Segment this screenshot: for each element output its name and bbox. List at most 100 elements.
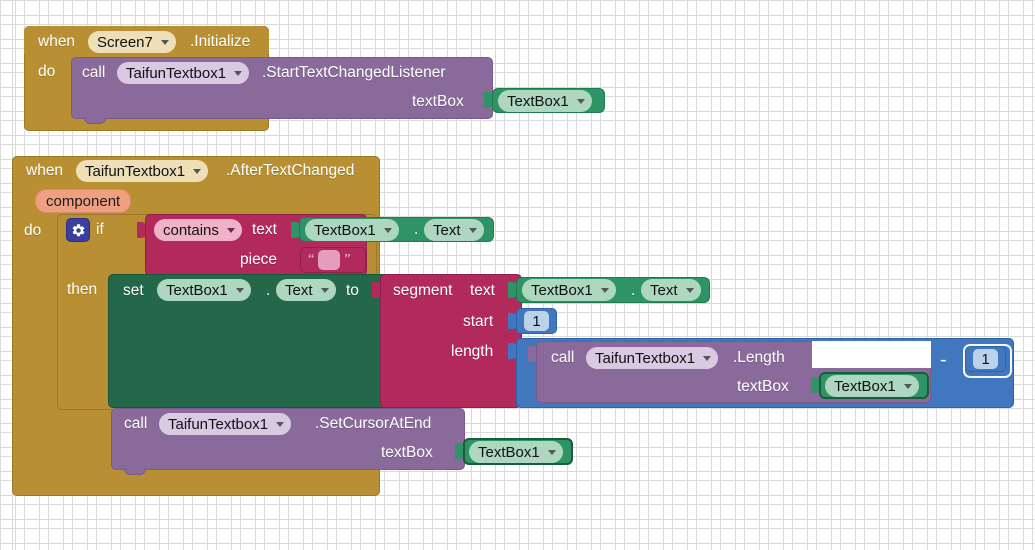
socket-connector-segment-text — [508, 282, 518, 298]
call-method-label-1: .StartTextChangedListener — [262, 64, 446, 81]
contains-piece-arg-label: piece — [240, 251, 278, 268]
chevron-down-icon — [903, 383, 912, 389]
call-block-3-bottom-notch — [124, 468, 146, 475]
segment-getter-property-label: Text — [650, 281, 678, 299]
minus-operator-label: - — [940, 349, 947, 371]
getter-component-dropdown-2[interactable]: TextBox1 — [305, 219, 399, 241]
screen-dropdown[interactable]: Screen7 — [88, 31, 176, 53]
chevron-down-icon — [193, 168, 202, 174]
getter-label-2: TextBox1 — [834, 377, 896, 395]
socket-connector-subtrahend — [957, 351, 967, 367]
getter-property-label-2: Text — [433, 221, 461, 239]
chevron-down-icon — [160, 39, 169, 45]
getter-dropdown-3[interactable]: TextBox1 — [469, 441, 563, 463]
when-label-2: when — [26, 162, 64, 179]
setter-property-label: Text — [285, 281, 313, 299]
event-component-dropdown-2[interactable]: TaifunTextbox1 — [76, 160, 209, 182]
call-component-dropdown-2[interactable]: TaifunTextbox1 — [586, 347, 719, 369]
screen-dropdown-label: Screen7 — [97, 33, 153, 51]
segment-getter-property-dropdown[interactable]: Text — [641, 279, 701, 301]
chevron-down-icon — [468, 227, 477, 233]
setter-dot: . — [266, 282, 271, 299]
arg-label-textbox-3: textBox — [381, 444, 433, 461]
chevron-down-icon — [320, 287, 329, 293]
if-label: if — [96, 221, 104, 238]
to-label: to — [346, 282, 359, 299]
event-parameter-component[interactable]: component — [35, 189, 132, 213]
chevron-down-icon — [234, 70, 243, 76]
socket-connector-setter-value — [372, 282, 382, 298]
call-label-2: call — [551, 349, 575, 366]
math-number-field-start[interactable]: 1 — [524, 311, 549, 331]
setter-property-dropdown[interactable]: Text — [276, 279, 336, 301]
segment-getter-dot: . — [631, 282, 636, 299]
call-component-dropdown-3[interactable]: TaifunTextbox1 — [159, 413, 292, 435]
chevron-down-icon — [226, 227, 235, 233]
gear-icon[interactable] — [66, 218, 90, 242]
chevron-down-icon — [276, 421, 285, 427]
string-input-field[interactable] — [318, 250, 341, 270]
segment-getter-component-label: TextBox1 — [531, 281, 593, 299]
call-component-label-3: TaifunTextbox1 — [168, 415, 269, 433]
contains-op-label: contains — [163, 221, 219, 239]
segment-getter-component-dropdown[interactable]: TextBox1 — [522, 279, 616, 301]
arg-label-textbox-1: textBox — [412, 93, 464, 110]
open-quote: “ — [308, 252, 315, 267]
do-label-1: do — [38, 63, 56, 80]
getter-property-dropdown-2[interactable]: Text — [424, 219, 484, 241]
then-label: then — [67, 281, 98, 298]
event-component-label-2: TaifunTextbox1 — [85, 162, 186, 180]
call-block-2-right-cutout — [812, 341, 931, 368]
setter-component-label: TextBox1 — [166, 281, 228, 299]
contains-text-arg-label: text — [252, 221, 277, 238]
socket-connector-3 — [455, 443, 465, 459]
segment-length-arg-label: length — [451, 343, 494, 360]
text-block-empty-string[interactable]: “ ” — [300, 247, 366, 273]
getter-label-1: TextBox1 — [507, 92, 569, 110]
chevron-down-icon — [703, 355, 712, 361]
call-component-dropdown-1[interactable]: TaifunTextbox1 — [117, 62, 250, 84]
do-label-2: do — [24, 222, 42, 239]
getter-label-3: TextBox1 — [478, 443, 540, 461]
when-label-1: when — [38, 33, 76, 50]
contains-op-dropdown[interactable]: contains — [154, 219, 242, 241]
call-block-1-bottom-notch — [84, 117, 106, 124]
call-label-1: call — [82, 64, 106, 81]
socket-connector-segment-length — [508, 343, 518, 359]
chevron-down-icon — [235, 287, 244, 293]
chevron-down-icon — [547, 449, 556, 455]
segment-op-label: segment — [393, 282, 453, 299]
socket-connector-contains-text — [291, 222, 301, 238]
call-component-label-2: TaifunTextbox1 — [595, 349, 696, 367]
call-method-label-2: .Length — [733, 349, 785, 366]
chevron-down-icon — [576, 98, 585, 104]
call-method-label-3: .SetCursorAtEnd — [315, 415, 432, 432]
setter-component-dropdown[interactable]: TextBox1 — [157, 279, 251, 301]
event-name-label-2: .AfterTextChanged — [226, 162, 355, 179]
socket-connector-contains-piece — [291, 252, 301, 268]
math-number-value-subtrahend: 1 — [981, 350, 990, 368]
segment-text-arg-label: text — [470, 282, 495, 299]
socket-connector-2 — [811, 377, 821, 393]
socket-connector-if — [137, 222, 147, 238]
call-label-3: call — [124, 415, 148, 432]
math-number-field-subtrahend[interactable]: 1 — [973, 349, 998, 369]
arg-label-textbox-2: textBox — [737, 378, 789, 395]
chevron-down-icon — [685, 287, 694, 293]
text-block-segment[interactable] — [380, 274, 522, 408]
set-label: set — [123, 282, 144, 299]
socket-connector-segment-start — [508, 313, 518, 329]
event-name-label-1: .Initialize — [190, 33, 251, 50]
chevron-down-icon — [383, 227, 392, 233]
socket-connector-minuend — [528, 346, 538, 362]
socket-connector-1 — [484, 92, 494, 108]
getter-dropdown-2[interactable]: TextBox1 — [825, 375, 919, 397]
math-number-value-start: 1 — [532, 312, 541, 330]
getter-dot-1: . — [414, 221, 419, 238]
setter-block-textbox1-text[interactable] — [108, 274, 391, 408]
event-parameter-label: component — [46, 192, 121, 210]
getter-dropdown-1[interactable]: TextBox1 — [498, 90, 592, 112]
close-quote: ” — [344, 252, 351, 267]
getter-component-label-2: TextBox1 — [314, 221, 376, 239]
